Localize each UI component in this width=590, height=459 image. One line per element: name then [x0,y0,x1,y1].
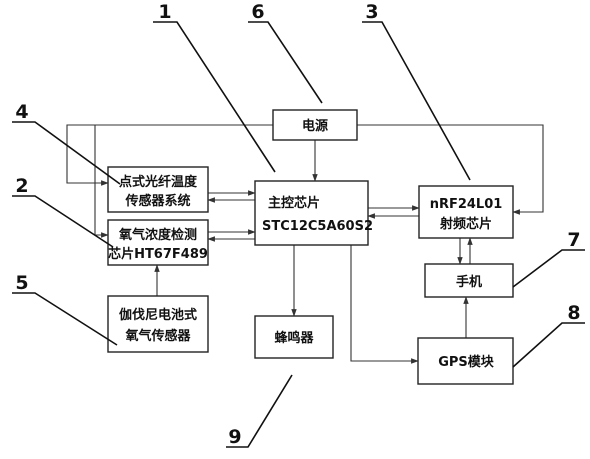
callout-6: 6 [251,1,264,23]
callout-8: 8 [567,302,580,324]
leader-8 [512,322,585,368]
block-galvanic-oxygen-sensor: 伽伐尼电池式 氧气传感器 [107,295,209,353]
callout-3: 3 [365,1,378,23]
oxygen-chip-label-line2: 芯片HT67F489 [108,246,208,262]
connector-wires [66,124,544,364]
block-rf-chip: nRF24L01 射频芯片 [418,185,514,239]
rf-chip-box [418,185,514,239]
fiber-sensor-label-line1: 点式光纤温度 [119,174,198,190]
oxygen-chip-label-line1: 氧气浓度检测 [118,227,197,243]
leader-2 [12,195,114,248]
rf-chip-label-line1: nRF24L01 [430,197,503,212]
wire-power-to-fiber [66,124,273,186]
fiber-sensor-label-line2: 传感器系统 [124,193,190,209]
galvanic-sensor-label-line1: 伽伐尼电池式 [119,307,197,323]
power-box [272,109,358,141]
galvanic-sensor-label-line2: 氧气传感器 [124,328,191,344]
callout-7: 7 [567,229,580,251]
leader-1 [153,21,276,173]
block-main-chip: 主控芯片 STC12C5A60S2 [254,180,373,246]
callout-numbers: 1 2 3 4 5 6 7 8 9 [15,1,580,448]
wire-main-to-gps [350,245,419,364]
leader-4 [12,121,121,185]
block-power: 电源 [272,109,358,141]
wire-power-to-oxygen-chip [94,125,109,238]
callout-2: 2 [15,175,28,197]
leader-9 [226,374,293,448]
block-buzzer: 蜂鸣器 [254,315,334,359]
fiber-sensor-box [107,166,209,213]
block-fiber-temperature-sensor: 点式光纤温度 传感器系统 [107,166,209,213]
leader-6 [248,21,323,104]
galvanic-sensor-box [107,295,209,353]
callout-9: 9 [228,426,241,448]
phone-box [424,263,514,298]
block-gps-module: GPS模块 [417,337,514,385]
power-label: 电源 [302,118,328,134]
oxygen-chip-box [107,219,209,266]
wire-power-to-rf [357,124,544,215]
phone-label: 手机 [456,274,482,290]
block-oxygen-detection-chip: 氧气浓度检测 芯片HT67F489 [107,219,209,266]
main-chip-box [254,180,369,246]
main-chip-label-line2: STC12C5A60S2 [262,219,373,234]
buzzer-box [254,315,334,359]
callout-4: 4 [15,101,28,123]
leader-3 [362,21,471,181]
leader-7 [512,249,585,288]
main-chip-label-line1: 主控芯片 [268,195,320,211]
gps-box [417,337,514,385]
rf-chip-label-line2: 射频芯片 [439,216,492,232]
callout-1: 1 [158,1,171,23]
block-phone: 手机 [424,263,514,298]
buzzer-label: 蜂鸣器 [274,330,314,346]
callout-leaders [12,21,585,448]
leader-5 [12,292,118,346]
gps-label: GPS模块 [438,354,495,370]
callout-5: 5 [15,272,28,294]
